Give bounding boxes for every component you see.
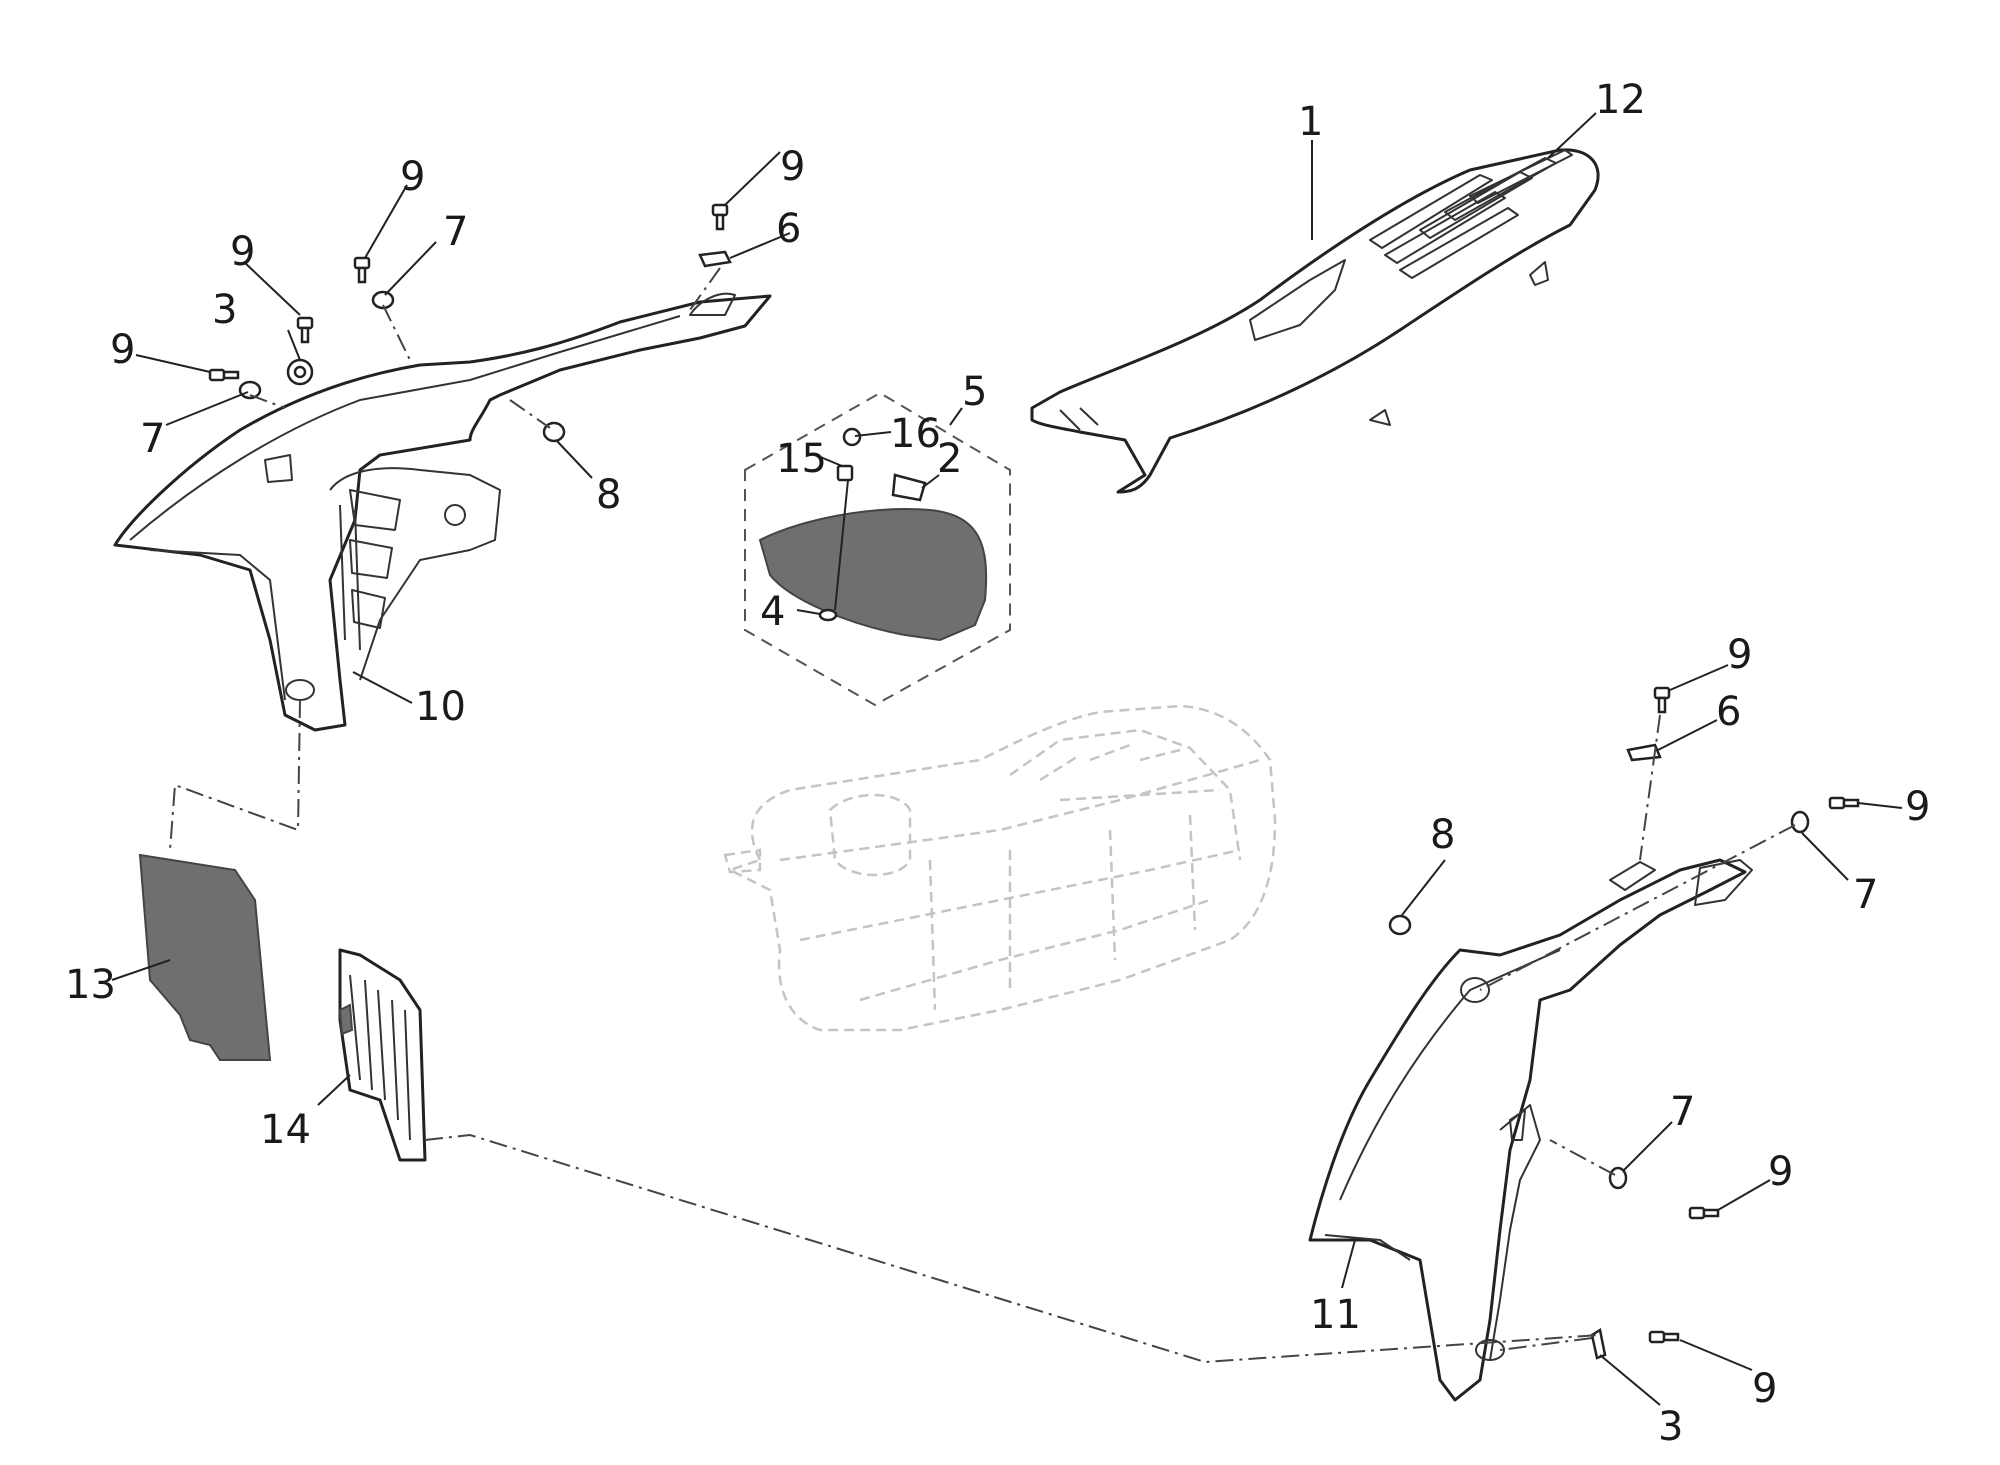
- fuel-tank-ghost: [723, 704, 1277, 1032]
- callout-7-right-bottom: 7: [1670, 1089, 1695, 1135]
- callout-14: 14: [260, 1107, 311, 1153]
- callout-3-left: 3: [212, 287, 237, 333]
- callout-7-b: 7: [140, 416, 165, 462]
- callout-9-b: 9: [230, 229, 255, 275]
- assembly-lines: [169, 267, 1796, 1364]
- seat: [1030, 148, 1600, 494]
- callouts: 1 12 5 16 15 2 4 9 9 9 9 3 7 7 6 8 10 13…: [65, 77, 1930, 1450]
- inner-panel-13: [138, 853, 272, 1061]
- callout-13: 13: [65, 962, 116, 1008]
- hardware: [208, 203, 1860, 1360]
- callout-3-right: 3: [1658, 1404, 1683, 1450]
- callout-9-right-mid: 9: [1905, 784, 1930, 830]
- callout-7-a: 7: [443, 209, 468, 255]
- callout-5: 5: [962, 369, 987, 415]
- right-side-panel: [1308, 858, 1753, 1402]
- callout-2: 2: [937, 436, 962, 482]
- callout-9-a: 9: [400, 154, 425, 200]
- callout-4: 4: [760, 589, 785, 635]
- callout-16: 16: [890, 411, 941, 457]
- callout-6-left: 6: [776, 206, 801, 252]
- leader-lines: [111, 112, 1903, 1406]
- callout-9-right-top: 9: [1727, 632, 1752, 678]
- callout-9-top-right: 9: [780, 144, 805, 190]
- grille-14: [338, 948, 427, 1162]
- callout-9-c: 9: [110, 327, 135, 373]
- callout-7-right-top: 7: [1853, 872, 1878, 918]
- callout-9-right-bottom: 9: [1768, 1149, 1793, 1195]
- callout-15: 15: [776, 436, 827, 482]
- callout-8-left: 8: [596, 472, 621, 518]
- kit-box: [744, 391, 1011, 707]
- callout-12: 12: [1595, 77, 1646, 123]
- callout-11: 11: [1310, 1292, 1361, 1338]
- callout-9-bottom: 9: [1752, 1366, 1777, 1412]
- left-side-panel: [113, 292, 772, 732]
- callout-8-right: 8: [1430, 812, 1455, 858]
- callout-10: 10: [415, 684, 466, 730]
- callout-1: 1: [1298, 99, 1323, 145]
- callout-6-right: 6: [1716, 689, 1741, 735]
